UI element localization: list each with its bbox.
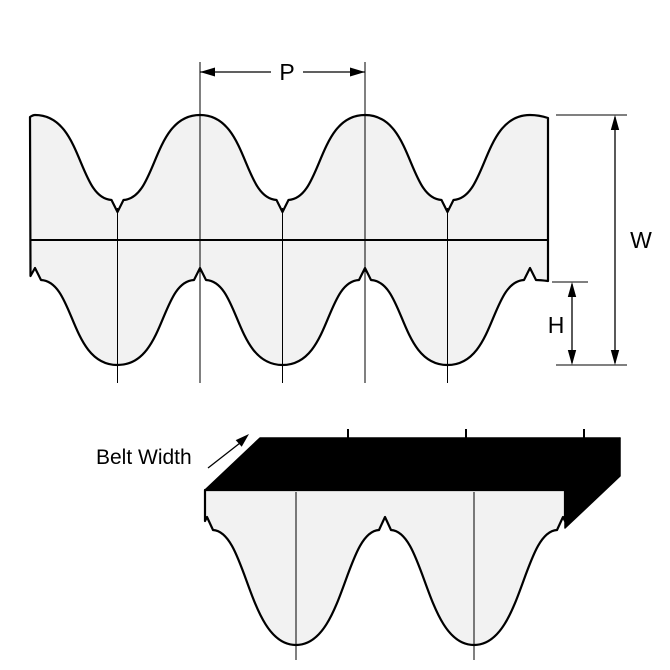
arrowhead-down-icon <box>610 350 620 365</box>
belt-3d-side-face <box>564 437 621 529</box>
cross-section-view: P W H <box>28 59 652 383</box>
belt-width-leader-line <box>207 442 241 469</box>
tooth-height-label: H <box>548 312 565 338</box>
arrowhead-up-icon <box>567 282 577 297</box>
overall-width-label: W <box>630 227 652 253</box>
belt-width-label: Belt Width <box>96 446 192 469</box>
arrowhead-down-icon <box>567 350 577 365</box>
belt-3d-top-face <box>204 437 621 491</box>
pitch-dimension: P <box>199 59 366 383</box>
arrowhead-right-icon <box>350 67 365 77</box>
isometric-view: Belt Width <box>96 429 621 660</box>
tooth-centerlines-3d <box>295 492 475 660</box>
height-dimension: H <box>548 281 588 365</box>
belt-width-annotation: Belt Width <box>96 434 249 469</box>
width-dimension: W <box>556 114 652 366</box>
arrowhead-upright-icon <box>235 434 249 447</box>
arrowhead-up-icon <box>610 115 620 130</box>
arrowhead-left-icon <box>200 67 215 77</box>
tooth-centerlines <box>117 208 448 383</box>
pitch-label: P <box>279 59 294 85</box>
belt-3d-front-face <box>203 488 567 647</box>
far-edge-tooth-ticks <box>347 429 585 440</box>
